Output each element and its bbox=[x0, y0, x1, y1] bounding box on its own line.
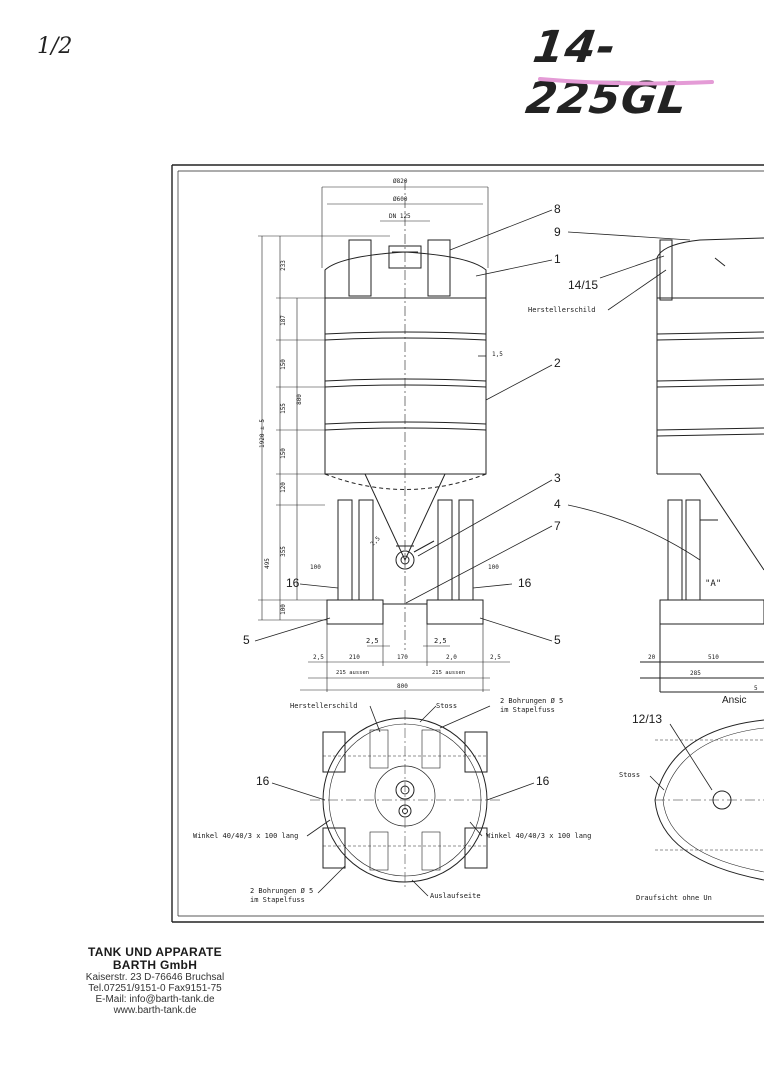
label-nameplate-top: Herstellerschild bbox=[290, 702, 358, 710]
dim-leg-left: 100 bbox=[310, 564, 321, 571]
label-outlet-side: Auslaufseite bbox=[430, 892, 481, 900]
company-name-line1: TANK UND APPARATE bbox=[88, 945, 222, 959]
dim-bottom-0: 2,5 bbox=[313, 654, 324, 661]
leader-lines-front bbox=[254, 209, 553, 642]
dim-left-233: 233 bbox=[279, 260, 287, 271]
company-address: Kaiserstr. 23 D-76646 Bruchsal bbox=[85, 972, 225, 983]
label-holes-top: 2 Bohrungen Ø 5 im Stapelfuss bbox=[500, 697, 563, 715]
pos-7: 7 bbox=[554, 519, 561, 533]
dim-left-155: 155 bbox=[279, 403, 287, 414]
dim-bottom-overall: 800 bbox=[397, 683, 408, 690]
label-angle-left: Winkel 40/40/3 x 100 lang bbox=[193, 832, 299, 840]
pos-8: 8 bbox=[554, 202, 561, 216]
label-holes-top-line1: 2 Bohrungen Ø 5 bbox=[500, 697, 564, 705]
dim-left-100: 100 bbox=[279, 604, 287, 615]
pos-3: 3 bbox=[554, 471, 561, 485]
dim-right-20: 20 bbox=[648, 654, 656, 661]
dim-left-355: 355 bbox=[279, 546, 287, 557]
pos-5-left: 5 bbox=[243, 633, 250, 647]
dim-nozzle: DN 125 bbox=[389, 213, 411, 220]
dim-left-800: 800 bbox=[295, 394, 303, 405]
leader-lines-top bbox=[271, 705, 535, 897]
dim-bottom-aussen-left: 215 aussen bbox=[336, 670, 370, 676]
dim-left-150b: 150 bbox=[279, 448, 287, 459]
dim-bottom-inner-right: 2,5 bbox=[434, 637, 447, 645]
dim-wall: 1,5 bbox=[492, 351, 503, 358]
dim-right-510: 510 bbox=[708, 654, 719, 661]
dim-leg-right: 100 bbox=[488, 564, 499, 571]
dim-inner-diameter: Ø600 bbox=[393, 196, 408, 203]
pos-16-top-left: 16 bbox=[256, 774, 270, 788]
label-top-view: Draufsicht ohne Un bbox=[636, 894, 712, 902]
pos-4: 4 bbox=[554, 497, 561, 511]
dim-right-285: 285 bbox=[690, 670, 701, 677]
label-holes-top-line2: im Stapelfuss bbox=[500, 706, 555, 714]
dim-left-495: 495 bbox=[263, 558, 271, 569]
page-number: 1/2 bbox=[37, 34, 73, 59]
pos-1: 1 bbox=[554, 252, 561, 266]
pos-2: 2 bbox=[554, 356, 561, 370]
dim-bottom-1: 210 bbox=[349, 654, 360, 661]
dimension-lines-front bbox=[258, 186, 510, 692]
pos-12-13: 12/13 bbox=[632, 712, 663, 726]
label-nameplate-side: Herstellerschild bbox=[528, 306, 596, 314]
dim-bottom-2: 170 bbox=[397, 654, 408, 661]
label-holes-bottom-line2: im Stapelfuss bbox=[250, 896, 305, 904]
company-web: www.barth-tank.de bbox=[113, 1005, 197, 1016]
tank-top-view bbox=[310, 710, 500, 890]
dim-bottom-inner-left: 2,5 bbox=[366, 637, 379, 645]
pos-14-15: 14/15 bbox=[568, 278, 599, 292]
drawing-border bbox=[171, 164, 764, 923]
label-angle-right: Winkel 40/40/3 x 100 lang bbox=[486, 832, 592, 840]
label-weld-seam-right: Stoss bbox=[619, 771, 641, 779]
dim-left-150a: 150 bbox=[279, 359, 287, 370]
dim-left-1920: 1920 ± 5 bbox=[258, 419, 266, 448]
company-name-line2: BARTH GmbH bbox=[112, 958, 198, 972]
company-phone: Tel.07251/9151-0 Fax9151-75 bbox=[88, 983, 222, 994]
dim-left-120: 120 bbox=[279, 482, 287, 493]
pos-16-right: 16 bbox=[518, 576, 532, 590]
company-stamp: TANK UND APPARATE BARTH GmbH Kaiserstr. … bbox=[60, 945, 250, 1017]
leader-lines-side bbox=[567, 231, 701, 561]
dim-bottom-4: 2,5 bbox=[490, 654, 501, 661]
label-holes-bottom: 2 Bohrungen Ø 5 im Stapelfuss bbox=[250, 887, 313, 905]
label-view-a: "A" bbox=[705, 579, 722, 589]
label-holes-bottom-line1: 2 Bohrungen Ø 5 bbox=[250, 887, 314, 895]
tank-top-view-right bbox=[654, 719, 764, 881]
pos-16-left: 16 bbox=[286, 576, 300, 590]
pos-5-right: 5 bbox=[554, 633, 561, 647]
dim-cone: 2,5 bbox=[369, 535, 382, 548]
tank-side-view bbox=[640, 237, 764, 693]
label-weld-seam: Stoss bbox=[436, 702, 458, 710]
label-view: Ansic bbox=[722, 695, 747, 706]
pos-9: 9 bbox=[554, 225, 561, 239]
dim-bottom-3: 2,0 bbox=[446, 654, 457, 661]
dim-right-5: 5 bbox=[754, 685, 758, 692]
dim-outer-diameter: Ø820 bbox=[393, 178, 408, 185]
dim-left-187: 187 bbox=[279, 315, 287, 326]
pos-16-top-right: 16 bbox=[536, 774, 550, 788]
highlighter-stroke bbox=[538, 77, 714, 86]
company-email: E-Mail: info@barth-tank.de bbox=[95, 994, 215, 1005]
dim-bottom-aussen-right: 215 aussen bbox=[432, 670, 466, 676]
tank-front-view bbox=[324, 180, 487, 650]
